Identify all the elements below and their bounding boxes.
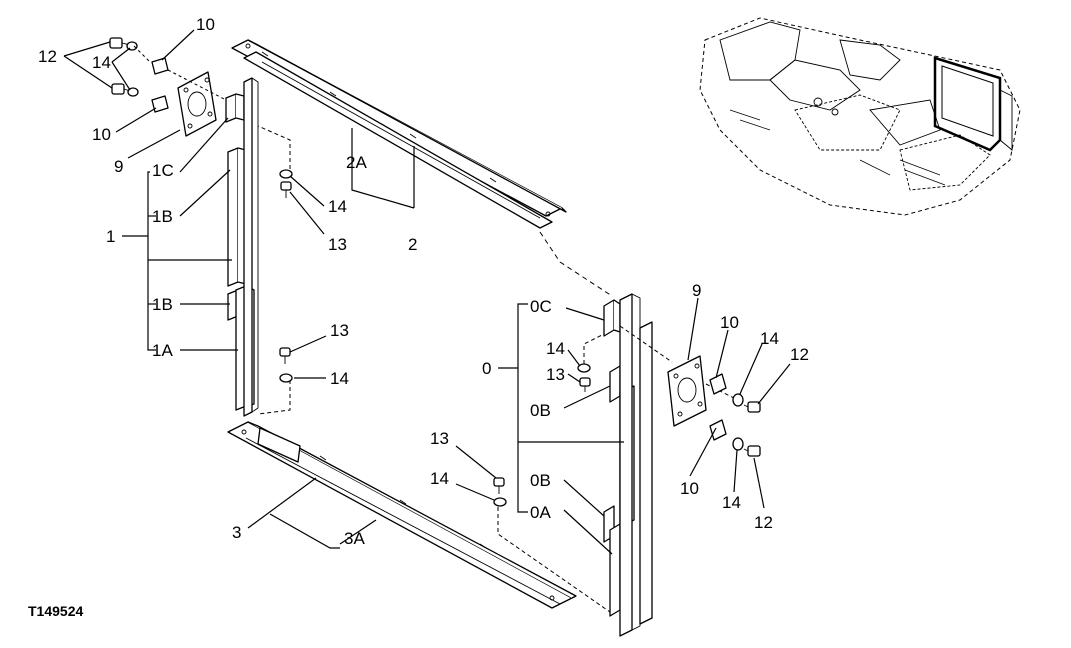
callout-14-right-lower: 14	[722, 493, 741, 512]
seal-1B-upper	[227, 147, 239, 287]
callout-1: 1	[106, 227, 115, 246]
callout-0B-upper: 0B	[530, 401, 551, 420]
bolt-13-low	[493, 477, 505, 494]
washer-14-right	[577, 363, 591, 373]
bolt-13-mid	[279, 347, 291, 364]
bracket-10-right-lower	[709, 419, 727, 441]
callout-9-right: 9	[692, 281, 701, 300]
callout-3A: 3A	[344, 529, 365, 548]
callout-14-mid: 14	[330, 369, 349, 388]
seal-plate-9-left	[177, 71, 217, 137]
callout-10-right-lower: 10	[680, 479, 699, 498]
callout-0: 0	[482, 359, 491, 378]
callout-12-top-left: 12	[38, 47, 57, 66]
washer-14-low	[493, 497, 507, 507]
leader-lines	[63, 29, 791, 555]
callout-14-low: 14	[430, 469, 449, 488]
callout-10-top-left-lower: 10	[92, 125, 111, 144]
callout-12-right-lower: 12	[754, 513, 773, 532]
callout-1A: 1A	[152, 341, 173, 360]
callout-13-upper: 13	[328, 235, 347, 254]
bolt-12-right-lower	[743, 445, 761, 457]
callout-12-right-upper: 12	[790, 345, 809, 364]
washer-14-lower-left	[127, 87, 139, 97]
bolt-12-lower-left	[111, 83, 131, 95]
seal-0A	[609, 523, 621, 617]
callout-14-upper: 14	[328, 197, 347, 216]
callout-14-top-left: 14	[92, 53, 111, 72]
bolt-12-right-upper	[743, 401, 761, 413]
washer-14-mid	[279, 373, 293, 383]
bolt-12-upper-left	[109, 37, 131, 49]
left-upper-hardware-group	[109, 37, 231, 137]
seal-0C	[603, 299, 615, 337]
seal-plate-9-right	[667, 355, 707, 427]
bracket-10-right-upper	[709, 373, 727, 395]
washer-14-right-upper	[732, 393, 744, 407]
callout-2A: 2A	[346, 153, 367, 172]
callout-labels: 12 14 10 10 9 1C 1B 1 1B 1A 14 13 2A 2 1…	[28, 15, 809, 619]
callout-14-right-upper: 14	[760, 329, 779, 348]
machine-overview-inset	[699, 17, 1021, 216]
callout-1B-upper: 1B	[152, 207, 173, 226]
callout-13-low: 13	[430, 429, 449, 448]
bracket-10-upper-left	[151, 57, 169, 75]
seal-0B-upper	[609, 365, 621, 403]
figure-id: T149524	[28, 603, 83, 619]
washer-14-right-lower	[732, 437, 744, 451]
bolt-13-upper	[280, 181, 292, 198]
top-frame-2	[231, 39, 567, 229]
bottom-frame-3	[227, 421, 577, 609]
bolt-13-right	[579, 377, 591, 392]
right-frame-rail	[619, 293, 633, 637]
callout-10-right-upper: 10	[720, 313, 739, 332]
callout-13-right: 13	[546, 365, 565, 384]
callout-0B-lower: 0B	[530, 471, 551, 490]
callout-0C: 0C	[530, 297, 552, 316]
callout-2: 2	[408, 235, 417, 254]
washer-14-upper	[279, 169, 293, 179]
callout-1B-lower: 1B	[152, 295, 173, 314]
callout-13-mid: 13	[330, 321, 349, 340]
callout-0A: 0A	[530, 503, 551, 522]
left-frame-rail	[243, 77, 253, 417]
callout-9-left: 9	[114, 157, 123, 176]
callout-14-right: 14	[546, 339, 565, 358]
callout-10-top-left-upper: 10	[196, 15, 215, 34]
callout-3: 3	[232, 523, 241, 542]
callout-1C: 1C	[152, 161, 174, 180]
